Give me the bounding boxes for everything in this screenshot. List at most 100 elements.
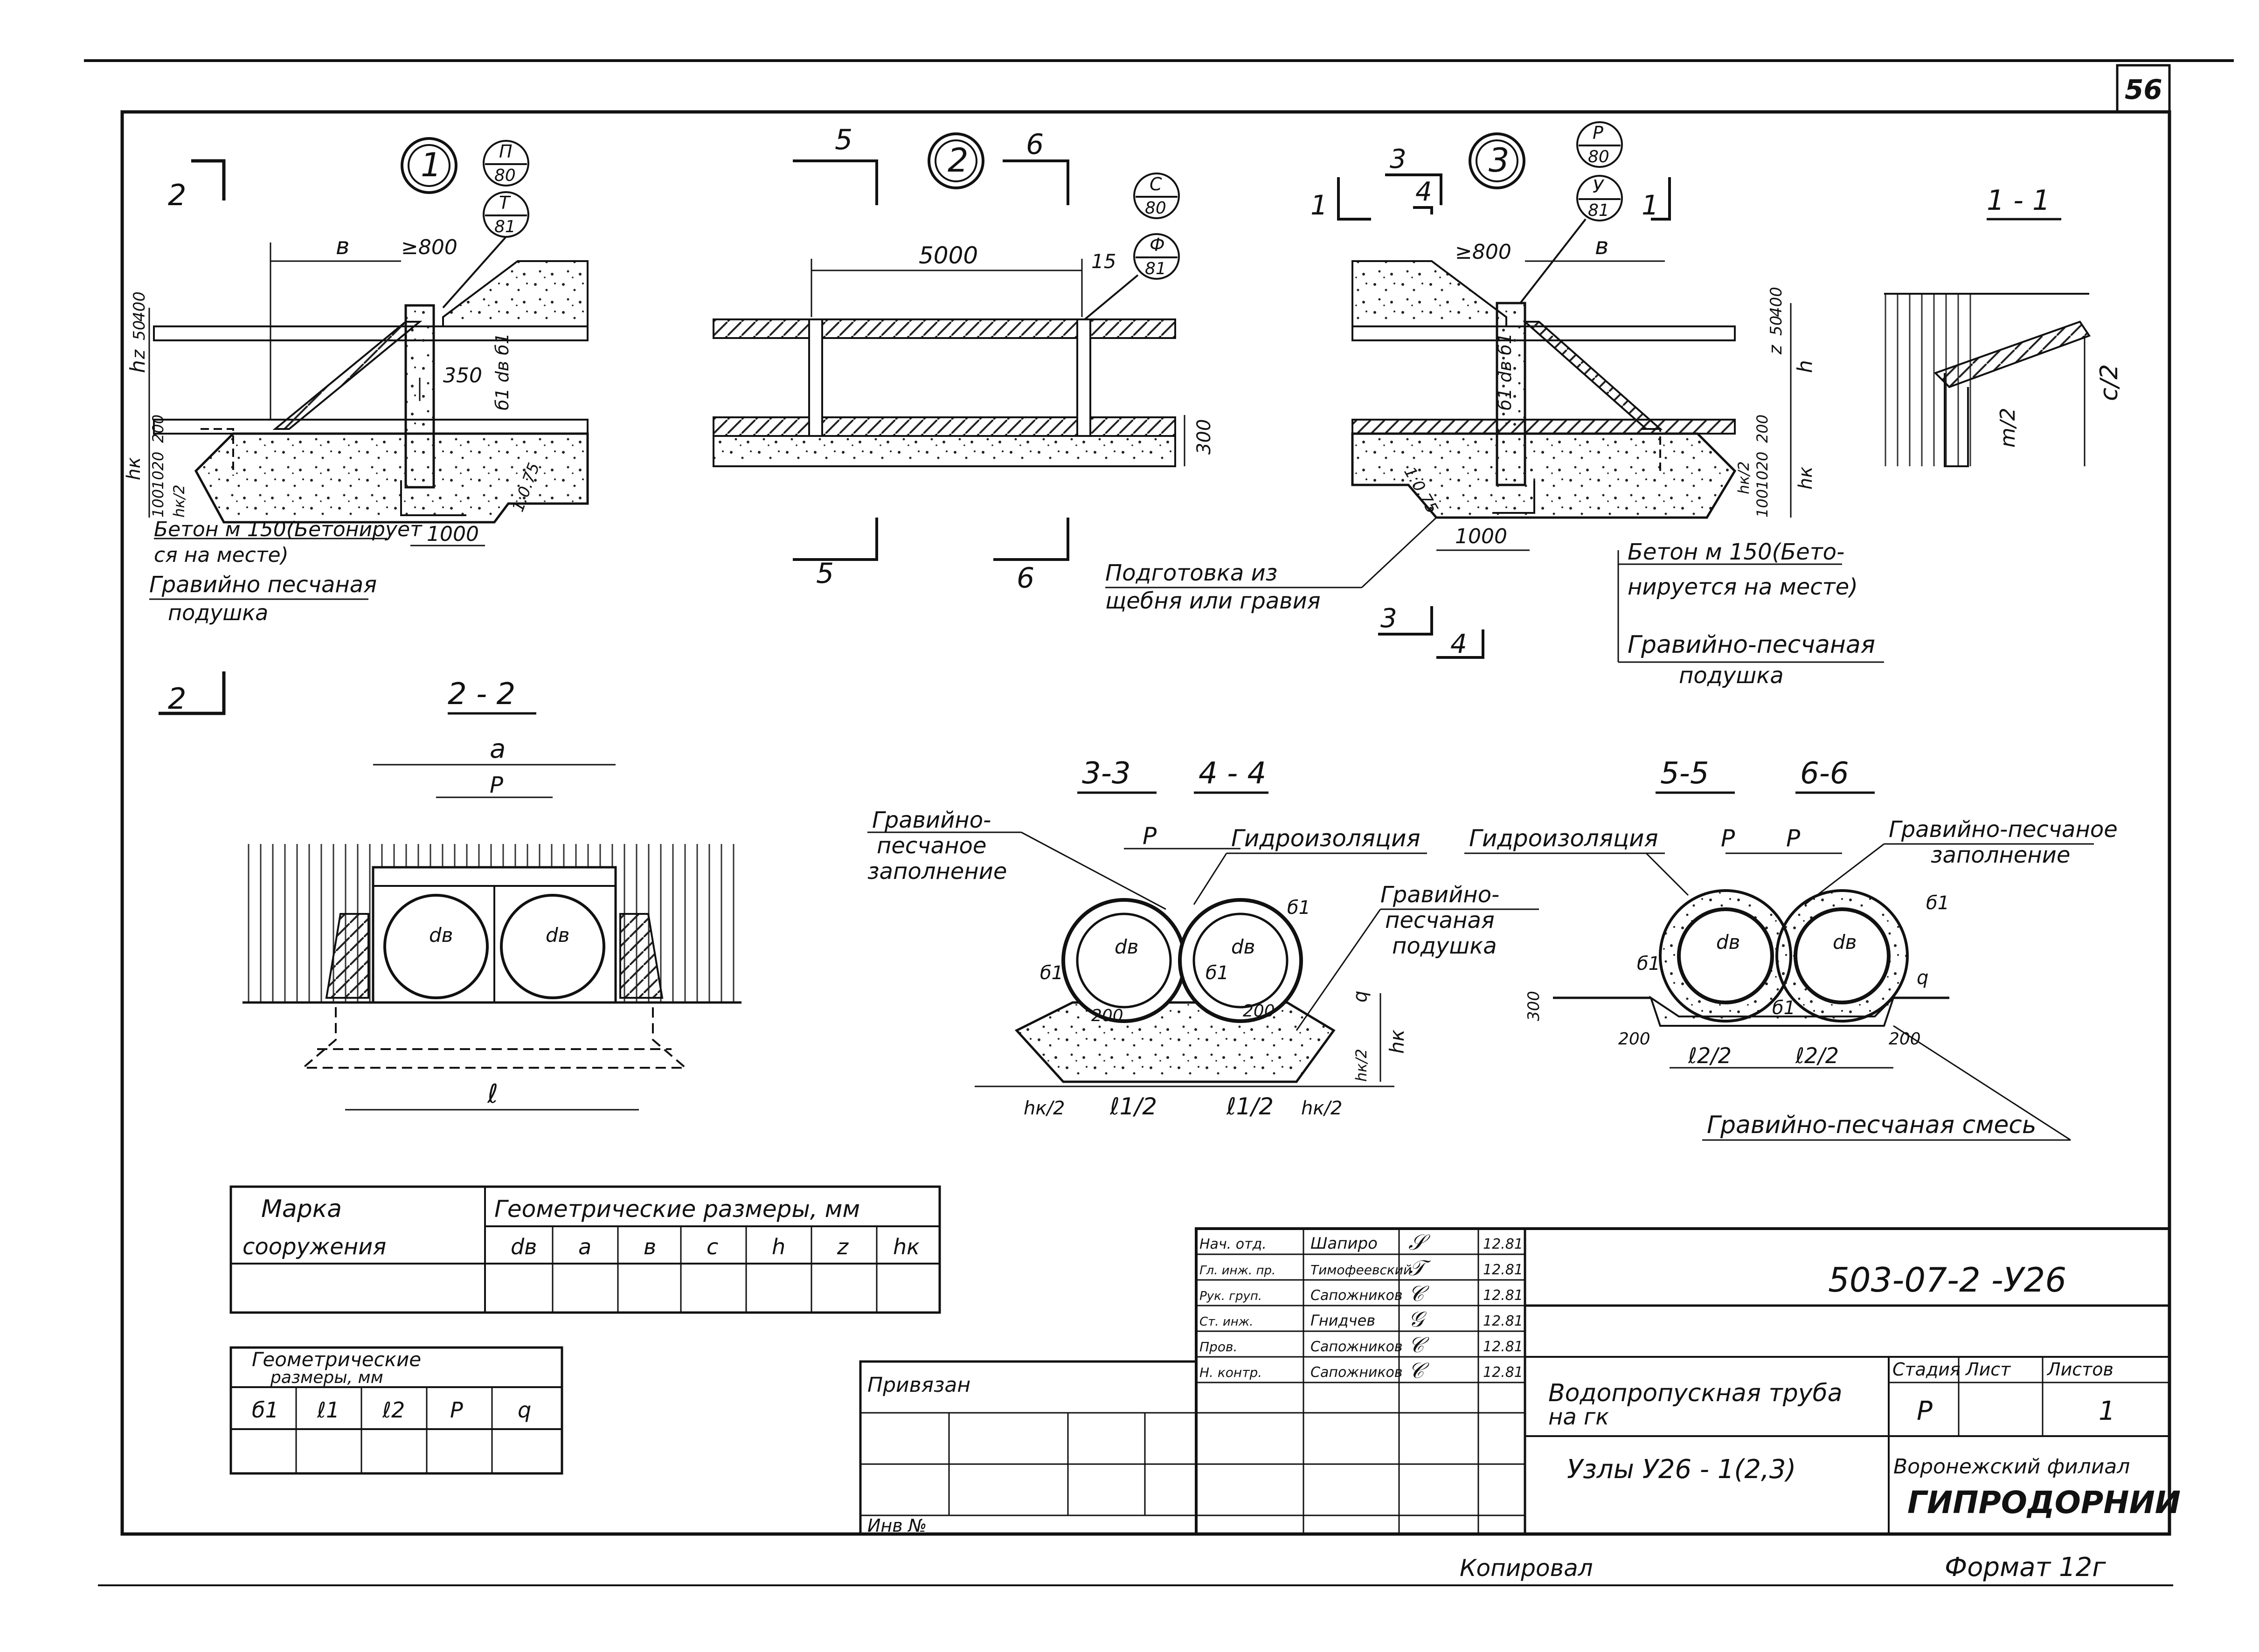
views-node1-callout-bottom-b: 81 bbox=[494, 217, 516, 236]
cut-marks-m5b: 5 bbox=[816, 557, 834, 590]
dims-d200c: 200 bbox=[1618, 1030, 1650, 1049]
dims-z: z bbox=[1765, 345, 1786, 355]
table1-cols-6: hк bbox=[893, 1234, 920, 1259]
sheets-header: Листов bbox=[2046, 1359, 2113, 1380]
dims-d400: 400 bbox=[130, 291, 149, 322]
dims-b1e: б1 bbox=[1926, 892, 1949, 914]
notes-cushion33-2: песчаная bbox=[1385, 907, 1495, 933]
tb-row-1-role: Нач. отд. bbox=[1199, 1236, 1267, 1252]
table2-cols-0: б1 bbox=[252, 1397, 279, 1423]
notes-gravel-right-1: Гравийно-песчаная bbox=[1628, 631, 1875, 659]
cut-marks-m3: 3 bbox=[1390, 144, 1407, 174]
pipe-left-3-3 bbox=[1061, 898, 1186, 1023]
table-geometry-1: Марка сооружения Геометрические размеры,… bbox=[229, 1185, 941, 1314]
table2-h-geom-2: размеры, мм bbox=[270, 1368, 383, 1387]
dims-d1020: 1020 bbox=[1753, 452, 1771, 490]
table2-cols-1: ℓ1 bbox=[317, 1397, 340, 1423]
view-node-1: 1 П 80 Т 81 2 в ≥800 350 б1 dв б1 bbox=[123, 137, 589, 625]
views-node2-callout-top-b: 80 bbox=[1145, 199, 1166, 218]
dims-h: h bbox=[1793, 360, 1817, 373]
dims-b1c: б1 bbox=[1206, 962, 1229, 984]
dims-b2: в bbox=[1595, 233, 1608, 260]
dims-b1f: б1 bbox=[1772, 997, 1795, 1019]
cut-marks-m6: 6 bbox=[1026, 128, 1044, 161]
dims-dv: dв bbox=[429, 924, 453, 947]
notes-fill33-2: песчаное bbox=[877, 833, 986, 859]
tb-row-5-role: Пров. bbox=[1199, 1339, 1237, 1355]
foundation-3 bbox=[1351, 432, 1737, 519]
tb-row-3-role: Рук. груп. bbox=[1199, 1289, 1262, 1303]
dims-dv55a: dв bbox=[1716, 931, 1740, 954]
notes-fill55-2: заполнение bbox=[1931, 842, 2070, 868]
notes-beton-right-1: Бетон м 150(Бето- bbox=[1628, 539, 1844, 565]
dims-d1000b: 1000 bbox=[1455, 525, 1507, 548]
table2-cols-4: q bbox=[518, 1397, 531, 1423]
notes-prep-1: Подготовка из bbox=[1105, 560, 1277, 586]
tb-row-6-role: Н. контр. bbox=[1199, 1365, 1262, 1380]
dims-hk: hк bbox=[123, 457, 145, 480]
node-1-circle bbox=[401, 137, 457, 194]
notes-hydro33: Гидроизоляция bbox=[1231, 825, 1421, 852]
drawing-designation: 503-07-2 -У26 bbox=[1828, 1260, 2066, 1299]
table1-cols-3: c bbox=[707, 1234, 718, 1259]
dims-d100: 100 bbox=[1753, 489, 1771, 518]
dims-b1a: б1 bbox=[1040, 962, 1063, 984]
views-node1-callout-top-b: 80 bbox=[494, 166, 516, 185]
section-1-1: 1 - 1 с/2 m/2 bbox=[1884, 184, 2123, 467]
node-3-circle bbox=[1469, 132, 1525, 189]
tb-row-5-date: 12.81 bbox=[1483, 1339, 1523, 1355]
table1-header-geometry: Геометрические размеры, мм bbox=[494, 1196, 860, 1223]
dims-p55b: P bbox=[1786, 825, 1801, 852]
dims-c2: с/2 bbox=[2095, 364, 2123, 401]
tb-row-6-date: 12.81 bbox=[1483, 1364, 1523, 1381]
views-node2-callout-top-a: С bbox=[1150, 174, 1162, 194]
dims-p55a: P bbox=[1721, 825, 1735, 852]
drawing-title-line1: Водопропускная труба bbox=[1548, 1379, 1843, 1407]
dims-hk2-bl: hк/2 bbox=[1024, 1098, 1065, 1119]
section-3-3-4-4: 3-3 4 - 4 dв dв P б1 б1 б1 200 200 hк/2 … bbox=[867, 756, 1539, 1120]
dims-d100: 100 bbox=[149, 489, 167, 518]
cut-marks-m3b: 3 bbox=[1380, 603, 1397, 634]
notes-gravel-left-1: Гравийно песчаная bbox=[149, 572, 377, 598]
table1-cols-1: a bbox=[578, 1234, 591, 1259]
pipe-right-2-2 bbox=[500, 894, 605, 999]
tb-row-4-sign: 𝒢 bbox=[1408, 1306, 1427, 1332]
dims-d350: 350 bbox=[443, 364, 482, 387]
notes-beton-left-1: Бетон м 150(Бетонирует bbox=[154, 518, 423, 541]
tb-row-4-role: Ст. инж. bbox=[1199, 1315, 1253, 1329]
notes-gravel-left-2: подушка bbox=[168, 600, 268, 625]
drawing-subtitle: Узлы У26 - 1(2,3) bbox=[1567, 1454, 1796, 1485]
dims-d15: 15 bbox=[1091, 250, 1116, 273]
views-node1-callout-top-a: П bbox=[499, 141, 513, 162]
node-3-callout-top bbox=[1576, 121, 1623, 168]
table2-cols-2: ℓ2 bbox=[382, 1397, 405, 1423]
tb-row-4-name: Гнидчев bbox=[1310, 1312, 1375, 1329]
node-1-label: 1 bbox=[421, 146, 442, 184]
views-node2-callout-bottom-a: Ф bbox=[1150, 235, 1165, 255]
notes-fill33-1: Гравийно- bbox=[872, 807, 991, 833]
section-5-5-title: 5-5 bbox=[1660, 756, 1709, 791]
dims-l1-2b: ℓ1/2 bbox=[1226, 1093, 1274, 1120]
drawing-title-line2: на гк bbox=[1548, 1404, 1609, 1430]
dims-b1d: б1 bbox=[1637, 953, 1660, 975]
stage-value: Р bbox=[1917, 1396, 1933, 1426]
dims-d400: 400 bbox=[1767, 287, 1786, 317]
tb-row-2-name: Тимофеевский bbox=[1310, 1262, 1412, 1278]
tb-row-3-date: 12.81 bbox=[1483, 1287, 1523, 1304]
inventory-label: Инв № bbox=[867, 1515, 927, 1536]
dims-d300b: 300 bbox=[1524, 991, 1543, 1021]
section-2-2-title: 2 - 2 bbox=[448, 677, 515, 712]
dims-d1020: 1020 bbox=[149, 452, 167, 490]
dims-dv33b: dв bbox=[1231, 935, 1255, 958]
pipe-right-3-3 bbox=[1178, 898, 1303, 1023]
dims-dv2: dв bbox=[546, 924, 569, 947]
tb-row-1-date: 12.81 bbox=[1483, 1236, 1523, 1252]
dims-p: P bbox=[490, 772, 503, 798]
node-1-callout-top bbox=[483, 140, 529, 187]
dims-d50: 50 bbox=[1767, 316, 1786, 336]
tb-row-5-sign: 𝒞 bbox=[1408, 1332, 1429, 1357]
binding-label: Привязан bbox=[867, 1373, 970, 1397]
dims-q55: q bbox=[1917, 967, 1928, 988]
dims-b1b: б1 bbox=[1287, 897, 1310, 919]
notes-gravel-right-2: подушка bbox=[1679, 663, 1784, 689]
